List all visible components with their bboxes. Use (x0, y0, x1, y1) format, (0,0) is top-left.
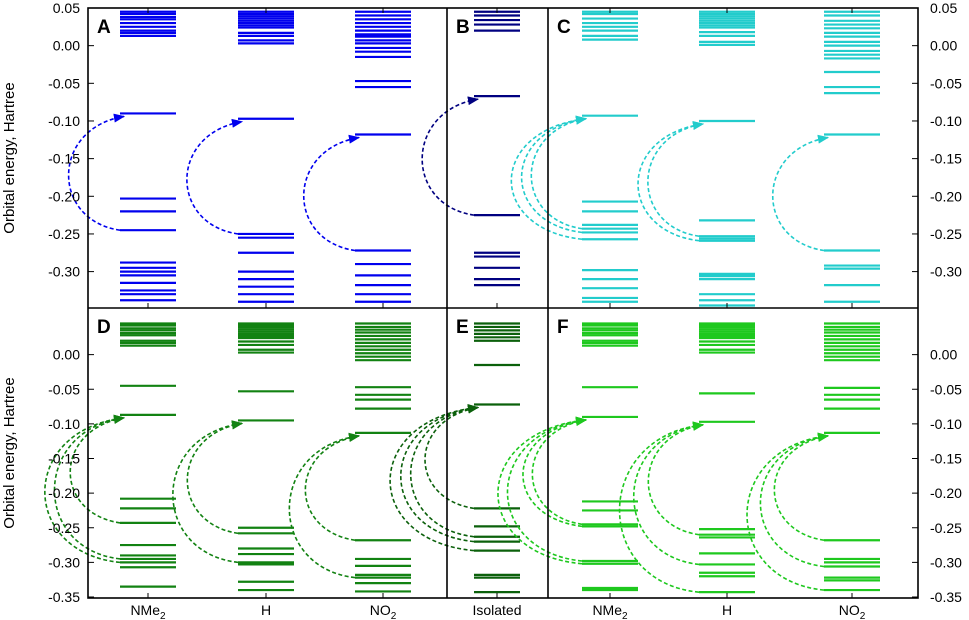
category-label: NO2 (370, 602, 397, 620)
category-label: Isolated (472, 602, 521, 618)
ytick-label-right: -0.30 (930, 264, 962, 280)
ytick-label-right: -0.15 (930, 451, 962, 467)
transition-arrow-E (399, 404, 480, 543)
ytick-label-left: -0.30 (48, 554, 80, 570)
transition-arrow-C (510, 115, 588, 241)
transition-arrow-F (632, 421, 705, 566)
transition-arrow-F (746, 432, 830, 591)
transition-arrow-F (522, 416, 588, 528)
panel-label-E: E (456, 317, 469, 338)
transition-arrow-D (304, 433, 361, 542)
y-axis-label: Orbital energy, Hartree (1, 82, 18, 233)
ytick-label-left: -0.30 (48, 264, 80, 280)
ytick-label-left: -0.35 (48, 589, 80, 605)
transition-arrow-A (186, 118, 244, 235)
transition-arrow-F (759, 432, 830, 568)
ytick-label-right: -0.35 (930, 589, 962, 605)
ytick-label-left: 0.05 (53, 0, 80, 16)
transition-arrow-C (647, 121, 705, 237)
transition-arrow-D (69, 415, 126, 524)
transition-arrow-C (771, 134, 830, 252)
transition-arrow-F (618, 421, 705, 593)
ytick-label-right: -0.30 (930, 554, 962, 570)
ytick-label-right: -0.10 (930, 113, 962, 129)
ytick-label-left: -0.20 (48, 188, 80, 204)
transition-arrow-F (773, 433, 830, 542)
ytick-label-right: -0.15 (930, 151, 962, 167)
ytick-label-right: -0.10 (930, 416, 962, 432)
ytick-label-left: -0.15 (48, 151, 80, 167)
transition-arrow-E (389, 404, 480, 552)
ytick-label-left: -0.20 (48, 485, 80, 501)
transition-arrow-F (531, 417, 588, 526)
panel-frames (87, 7, 919, 599)
ytick-label-left: 0.00 (53, 38, 80, 54)
ytick-label-right: 0.00 (930, 347, 957, 363)
ytick-label-right: -0.05 (930, 381, 962, 397)
ytick-label-right: -0.05 (930, 75, 962, 91)
ytick-label-left: -0.10 (48, 416, 80, 432)
panel-label-F: F (557, 317, 569, 338)
transition-arrow-D (172, 420, 244, 564)
energy-levels (120, 10, 880, 594)
category-label: NMe2 (592, 602, 628, 620)
outer-frame (87, 7, 919, 599)
panel-label-A: A (97, 17, 111, 38)
category-label: H (261, 602, 271, 618)
transition-arrow-D (288, 432, 361, 579)
transition-arrow-D (53, 414, 126, 560)
transition-arrow-E (410, 404, 480, 538)
transition-arrow-C (530, 115, 588, 230)
transition-arrow-B (421, 96, 480, 216)
text-labels: A B C D E F NMe2 H NO2 Isolated NMe2 H NO2 Orbital en… (1, 17, 866, 620)
axes: 0.05 0.05 0.00 0.00 -0.05 -0.05 -0.10 -0.10 -0.1… (48, 0, 962, 605)
ytick-label-right: 0.00 (930, 38, 957, 54)
transition-arrow-E (424, 404, 480, 510)
ytick-label-left: -0.05 (48, 75, 80, 91)
ytick-label-left: -0.25 (48, 520, 80, 536)
ytick-label-left: -0.05 (48, 381, 80, 397)
transition-arrow-F (647, 422, 705, 536)
category-label: NO2 (839, 602, 866, 620)
transition-arrow-D (186, 420, 244, 535)
category-label: NMe2 (130, 602, 166, 620)
transition-arrows (44, 96, 830, 593)
ytick-label-left: -0.15 (48, 451, 80, 467)
transition-arrow-C (520, 115, 588, 234)
ytick-label-left: -0.10 (48, 113, 80, 129)
transition-arrow-A (67, 113, 126, 231)
ytick-label-right: -0.25 (930, 226, 962, 242)
category-label: H (722, 602, 732, 618)
panel-label-C: C (557, 17, 571, 38)
y-axis-label: Orbital energy, Hartree (1, 377, 18, 528)
ytick-label-right: 0.05 (930, 0, 957, 16)
ytick-label-right: -0.20 (930, 188, 962, 204)
panel-label-D: D (97, 317, 111, 338)
ytick-label-right: -0.20 (930, 485, 962, 501)
ytick-label-right: -0.25 (930, 520, 962, 536)
ytick-label-left: -0.25 (48, 226, 80, 242)
ytick-label-left: 0.00 (53, 347, 80, 363)
transition-arrow-C (637, 120, 705, 242)
panel-label-B: B (456, 17, 470, 38)
transition-arrow-F (497, 416, 588, 565)
transition-arrow-A (302, 134, 361, 252)
